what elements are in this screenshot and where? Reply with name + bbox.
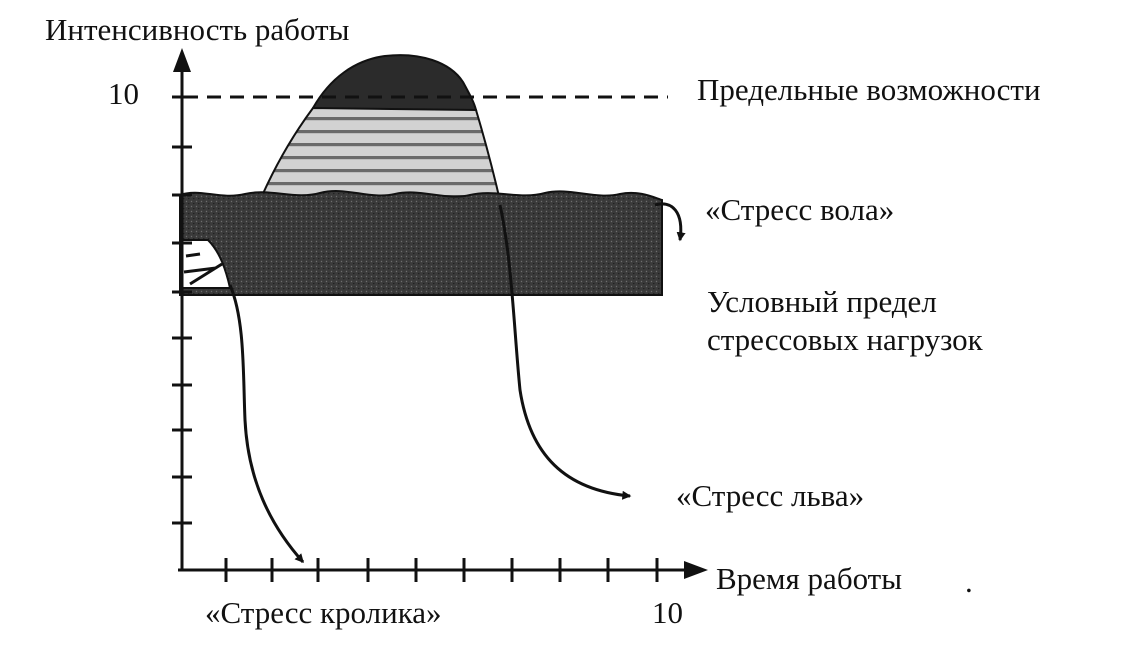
stress-band: [179, 189, 663, 296]
conditional-limit-label-line2: стрессовых нагрузок: [707, 322, 983, 357]
peak-hatched-area: [256, 106, 503, 206]
limit-line-label: Предельные возможности: [697, 72, 1041, 107]
x-axis-ticks: [224, 558, 659, 582]
y-axis-arrow: [173, 48, 191, 72]
rabbit-wedge-strokes: [183, 252, 223, 286]
rabbit-stress-arrow: [228, 284, 305, 564]
lion-stress-arrow: [498, 204, 632, 500]
x-axis-title: Время работы: [716, 561, 903, 596]
x-max-tick-label: 10: [652, 595, 683, 630]
rabbit-stress-label: «Стресс кролика»: [205, 595, 442, 630]
y-axis-ticks: [172, 95, 192, 525]
y-max-tick-label: 10: [108, 76, 139, 111]
lion-stress-label: «Стресс льва»: [676, 478, 865, 513]
peak-cap: [312, 54, 478, 111]
y-axis-title: Интенсивность работы: [45, 12, 350, 47]
stray-dot-mark: .: [965, 564, 973, 599]
conditional-limit-label-line1: Условный предел: [707, 284, 937, 319]
x-axis-arrow: [684, 561, 708, 579]
ox-stress-label: «Стресс вола»: [705, 192, 895, 227]
ox-stress-arrow: [654, 202, 686, 242]
